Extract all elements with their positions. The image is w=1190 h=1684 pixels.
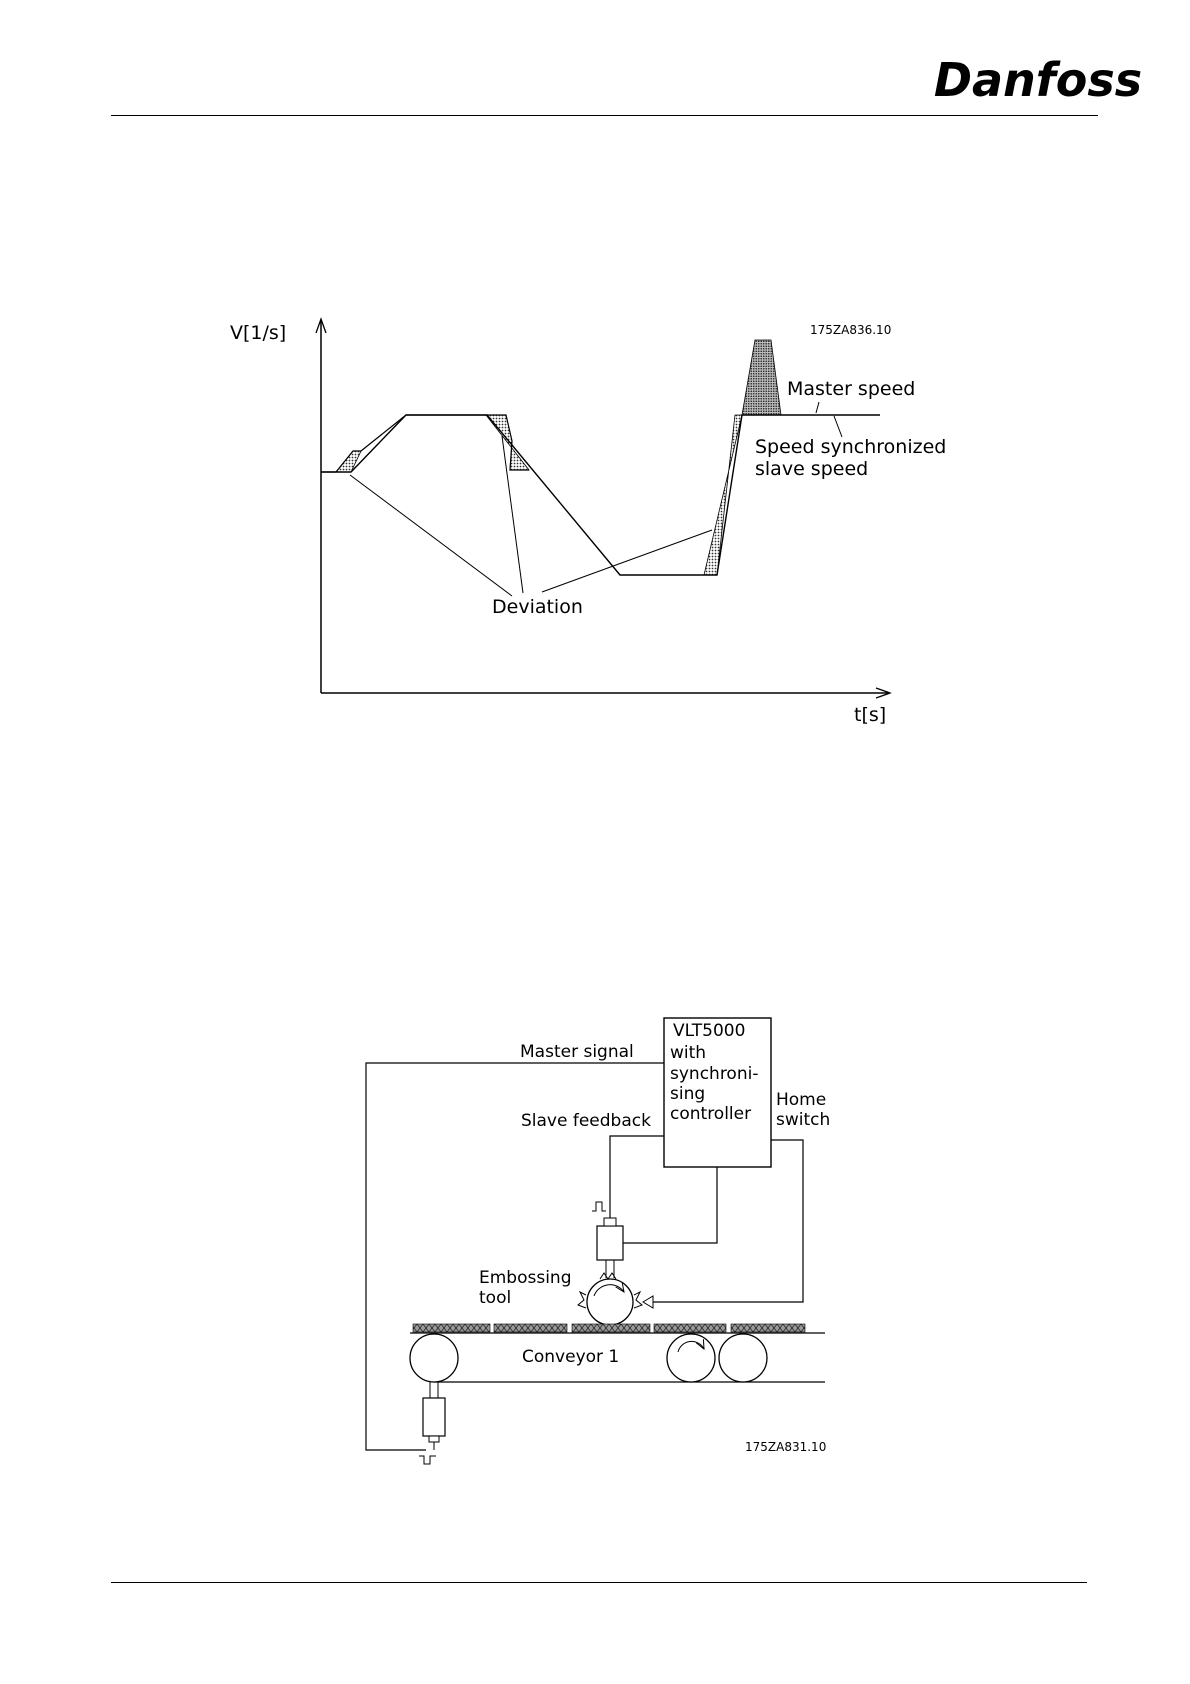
slave-feedback-wire [610,1136,664,1220]
speed-chart: V[1/s] t[s] 175ZA836.10 Master speed Spe… [230,319,946,726]
slave-feedback-label: Slave feedback [521,1111,651,1131]
x-axis-label: t[s] [854,704,886,726]
material-segment [413,1324,490,1332]
master-speed-label: Master speed [787,378,915,400]
home-switch-sensor-icon [643,1296,653,1308]
material-segment [494,1324,567,1332]
tool-spike-left-icon [578,1292,586,1308]
controller-line1: with [670,1043,706,1063]
slave-speed-label-line1: Speed synchronized [755,436,946,458]
system-diagram: VLT5000 with synchroni- sing controller … [366,1018,830,1464]
conveyor-roller-right [719,1334,767,1382]
deviation-leader-1 [350,475,512,596]
deviation-label: Deviation [492,596,583,618]
deviation-area-1 [336,451,361,472]
conveyor-roller-left [410,1334,458,1382]
controller-line4: controller [670,1104,751,1124]
conveyor-encoder [429,1436,439,1442]
home-switch-label-line1: Home [776,1090,826,1110]
master-speed-leader [816,402,819,413]
conveyor-motor [423,1398,445,1436]
tool-motor [597,1226,623,1260]
controller-title: VLT5000 [673,1021,745,1041]
logo-text: Danfoss [934,53,1142,107]
pulse-signal-icon [592,1202,606,1211]
system-figure-code: 175ZA831.10 [745,1440,826,1454]
slave-speed-leader [834,416,842,437]
material-strip [413,1324,805,1332]
deviation-leader-3 [542,530,712,592]
slave-speed-label-line2: slave speed [755,458,868,480]
deviation-area-3 [704,415,742,575]
controller-line2: synchroni- [670,1064,758,1084]
deviation-peak [742,340,781,415]
embossing-tool-roller [587,1279,633,1325]
controller-line3: sing [670,1084,705,1104]
motor-drive-wire [623,1167,717,1243]
master-signal-label: Master signal [520,1042,634,1062]
tool-encoder [604,1218,616,1226]
pulse-signal-icon [419,1456,436,1464]
tool-spike-right-icon [634,1292,642,1308]
material-segment [572,1324,650,1332]
home-switch-label-line2: switch [776,1110,830,1130]
conveyor-label: Conveyor 1 [522,1347,619,1367]
embossing-tool-label-line2: tool [479,1288,511,1308]
embossing-tool-label-line1: Embossing [479,1268,572,1288]
y-axis-label: V[1/s] [230,322,286,344]
danfoss-logo: Danfoss [934,53,1142,107]
material-segment [654,1324,726,1332]
chart-figure-code: 175ZA836.10 [810,323,891,337]
material-segment [731,1324,805,1332]
